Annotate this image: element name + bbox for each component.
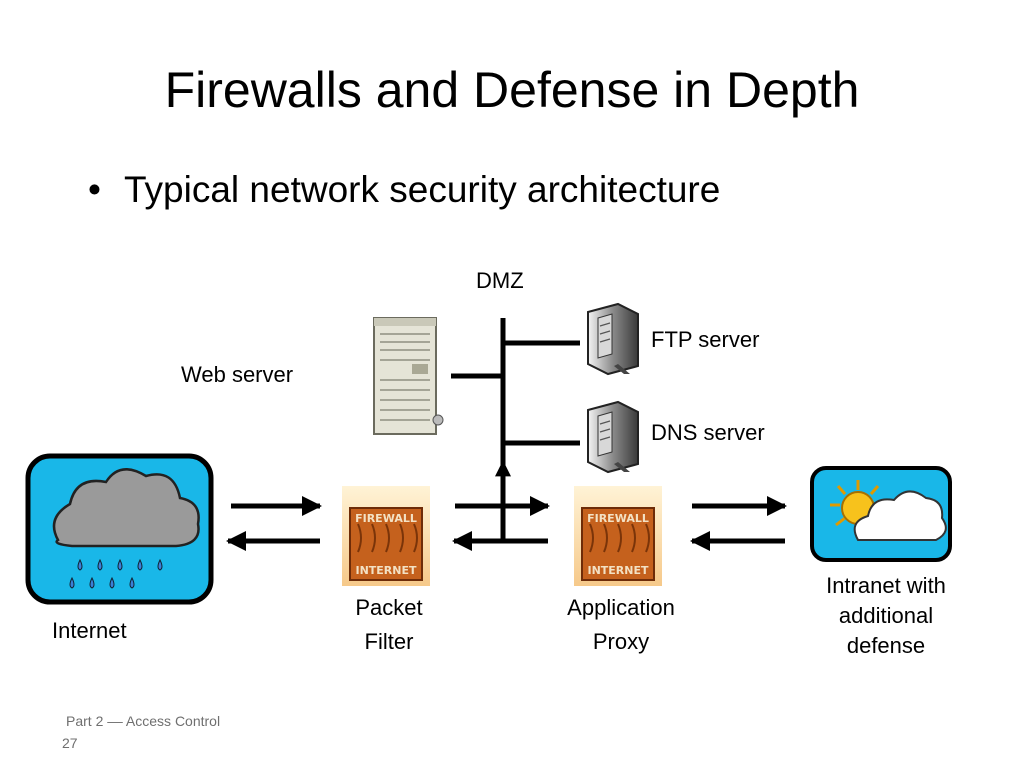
application-proxy-label: Application Proxy bbox=[546, 593, 696, 657]
firewall-sign-text: FIREWALL bbox=[587, 512, 649, 525]
dns-server-icon bbox=[587, 400, 639, 474]
proxy-intranet-arrows bbox=[690, 496, 787, 551]
web-server-label: Web server bbox=[181, 362, 294, 387]
firewall-sign-subtext: INTERNET bbox=[355, 564, 417, 577]
packet-filter-firewall-icon: FIREWALL INTERNET bbox=[342, 486, 430, 586]
application-proxy-label-line: Proxy bbox=[592, 629, 650, 654]
internet-filter-arrows bbox=[226, 496, 322, 551]
internet-storm-icon bbox=[25, 453, 214, 605]
application-proxy-label-line: Application bbox=[567, 595, 675, 620]
dmz-label: DMZ bbox=[476, 268, 524, 293]
bullet-marker: • bbox=[88, 169, 101, 210]
intranet-label-line: defense bbox=[846, 633, 926, 658]
web-server-icon bbox=[373, 317, 444, 435]
ftp-server-label: FTP server bbox=[651, 327, 760, 352]
firewall-sign-subtext: INTERNET bbox=[587, 564, 649, 577]
firewall-sign-text: FIREWALL bbox=[355, 512, 417, 525]
intranet-label: Intranet with additional defense bbox=[796, 571, 976, 661]
dmz-backbone bbox=[451, 318, 580, 540]
application-proxy-firewall-icon: FIREWALL INTERNET bbox=[574, 486, 662, 586]
footer-part: Part 2 –– Access Control bbox=[66, 713, 221, 729]
slide-title: Firewalls and Defense in Depth bbox=[164, 62, 860, 118]
intranet-label-line: additional bbox=[838, 603, 934, 628]
dns-server-label: DNS server bbox=[651, 420, 765, 445]
intranet-label-line: Intranet with bbox=[826, 573, 946, 598]
packet-filter-label-line: Packet bbox=[355, 595, 423, 620]
intranet-sun-icon bbox=[810, 466, 952, 562]
footer-page-number: 27 bbox=[62, 735, 78, 751]
bullet-item: • Typical network security architecture bbox=[88, 166, 720, 214]
internet-label: Internet bbox=[52, 618, 127, 643]
packet-filter-label-line: Filter bbox=[364, 629, 414, 654]
bullet-text: Typical network security architecture bbox=[124, 169, 721, 210]
filter-proxy-arrows bbox=[452, 496, 550, 551]
ftp-server-icon bbox=[587, 302, 639, 376]
packet-filter-label: Packet Filter bbox=[329, 593, 449, 657]
